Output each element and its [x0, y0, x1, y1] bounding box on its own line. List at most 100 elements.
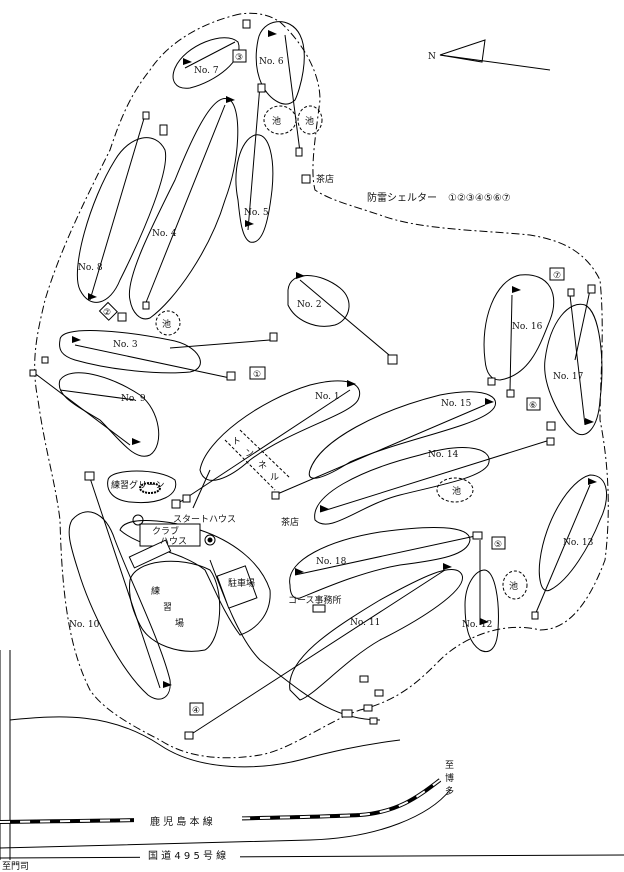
hole-label-no6: No. 6 — [259, 57, 284, 67]
driving-range-label-3: 場 — [175, 617, 184, 629]
fairway-no13 — [538, 474, 608, 592]
hole-label-no8: No. 8 — [78, 263, 103, 273]
hole-label-no5: No. 5 — [244, 208, 269, 218]
fairway-no18 — [289, 527, 471, 599]
shelter-4-label: ④ — [192, 706, 200, 716]
north-arrow: N — [428, 39, 551, 71]
flag-no1 — [347, 380, 356, 392]
access-road — [9, 716, 401, 768]
hole-label-no11: No. 11 — [350, 618, 380, 628]
driving-range-label-2: 習 — [163, 602, 172, 613]
flag-no7 — [183, 58, 192, 70]
flag-no17 — [585, 418, 594, 430]
shelter-6-box — [526, 397, 541, 411]
start-house-label: スタートハウス — [173, 514, 236, 525]
flag-no3 — [72, 336, 81, 348]
hole-label-no4: No. 4 — [152, 229, 177, 239]
fairway-no15 — [308, 391, 496, 479]
shelter-1-label: ① — [253, 370, 261, 380]
hole-label-no2: No. 2 — [297, 300, 322, 310]
tunnel-char-3: ネ — [258, 460, 267, 471]
parking-label: 駐車場 — [228, 577, 255, 589]
shelter-1-box — [249, 366, 266, 380]
hole-label-no18: No. 18 — [316, 557, 347, 567]
hole-label-no12: No. 12 — [462, 620, 492, 630]
pond-label-1: 池 — [272, 115, 281, 127]
practice-green — [107, 470, 177, 504]
shelter-7-label: ⑦ — [553, 271, 561, 281]
shelter-3-label: ③ — [235, 53, 243, 63]
flag-no16 — [512, 286, 521, 298]
hole-label-no14: No. 14 — [428, 450, 459, 460]
hole-label-no16: No. 16 — [512, 322, 543, 332]
tunnel-char-2: ン — [245, 449, 254, 459]
fairway-no3 — [59, 330, 201, 374]
pond-label-4: 池 — [452, 485, 461, 497]
fairway-no4 — [128, 97, 239, 320]
railway — [0, 778, 442, 824]
course-boundary — [34, 12, 609, 759]
club-house-label-1: クラブ — [152, 525, 179, 537]
flag-no6 — [268, 30, 277, 42]
pond-4 — [436, 477, 474, 503]
teahouse-south-label: 茶店 — [281, 516, 299, 528]
shelter-5-label: ⑤ — [494, 540, 502, 550]
hole-label-no3: No. 3 — [113, 340, 138, 350]
fairway-no2 — [287, 275, 350, 327]
flag-no14 — [320, 505, 329, 517]
fairway-no12 — [464, 569, 499, 653]
to-moji-label: 至門司 — [2, 861, 29, 872]
shelter-2-box — [98, 301, 118, 321]
flag-no18 — [295, 568, 304, 580]
flag-no15 — [485, 398, 494, 410]
railway-label: 鹿 児 島 本 線 — [150, 815, 213, 828]
course-office-label: コース事務所 — [288, 594, 342, 606]
flag-no11 — [443, 563, 452, 575]
north-label: N — [428, 52, 436, 62]
shelter-2-label: ② — [103, 308, 111, 318]
shelter-legend-label: 防雷シェルター — [367, 191, 437, 204]
to-hakata-label-2: 博 — [445, 772, 454, 784]
driving-range-label-1: 練 — [151, 585, 160, 597]
fairway-no7 — [172, 37, 240, 89]
to-hakata-label-1: 至 — [445, 760, 454, 771]
fairway-no10 — [68, 511, 171, 700]
teahouse-north-label: 茶店 — [316, 173, 334, 185]
pond-label-5: 池 — [509, 580, 518, 592]
fairway-no17 — [544, 303, 603, 436]
shelter-3-box — [232, 49, 247, 63]
to-hakata-label-3: 多 — [445, 785, 454, 797]
flag-no12 — [480, 618, 489, 630]
fairway-no11 — [289, 569, 463, 701]
pond-label-2: 池 — [305, 115, 314, 127]
shelter-5-box — [491, 536, 506, 550]
hole-label-no10: No. 10 — [69, 620, 100, 630]
fairway-no8 — [76, 137, 167, 303]
highway-line-lower — [0, 854, 624, 859]
shelter-6-label: ⑥ — [529, 401, 537, 411]
flag-no13 — [588, 478, 597, 490]
hole-label-no17: No. 17 — [553, 372, 584, 382]
tunnel-char-1: ト — [232, 437, 241, 447]
hole-label-no7: No. 7 — [194, 66, 219, 76]
fairway-no1 — [199, 380, 361, 481]
hole-label-no1: No. 1 — [315, 392, 340, 402]
flag-no4 — [226, 96, 235, 108]
club-house-label-2: ハウス — [160, 536, 187, 547]
pond-2 — [297, 105, 323, 135]
fairway-no5 — [235, 134, 274, 243]
flag-no9 — [132, 438, 141, 450]
hole-label-no9: No. 9 — [121, 394, 146, 404]
pond-5 — [502, 570, 528, 600]
hole-label-no13: No. 13 — [563, 538, 594, 548]
shelter-legend-numbers: ①②③④⑤⑥⑦ — [448, 193, 511, 204]
flag-no2 — [296, 272, 305, 284]
fairway-no6 — [255, 21, 305, 105]
practice-green-label: 練習グリーン — [111, 479, 165, 491]
shelter-7-box — [549, 267, 565, 281]
tunnel-char-4: ル — [270, 473, 279, 483]
pond-label-3: 池 — [162, 318, 171, 330]
flag-no5 — [245, 220, 254, 232]
hole-label-no15: No. 15 — [441, 399, 472, 409]
